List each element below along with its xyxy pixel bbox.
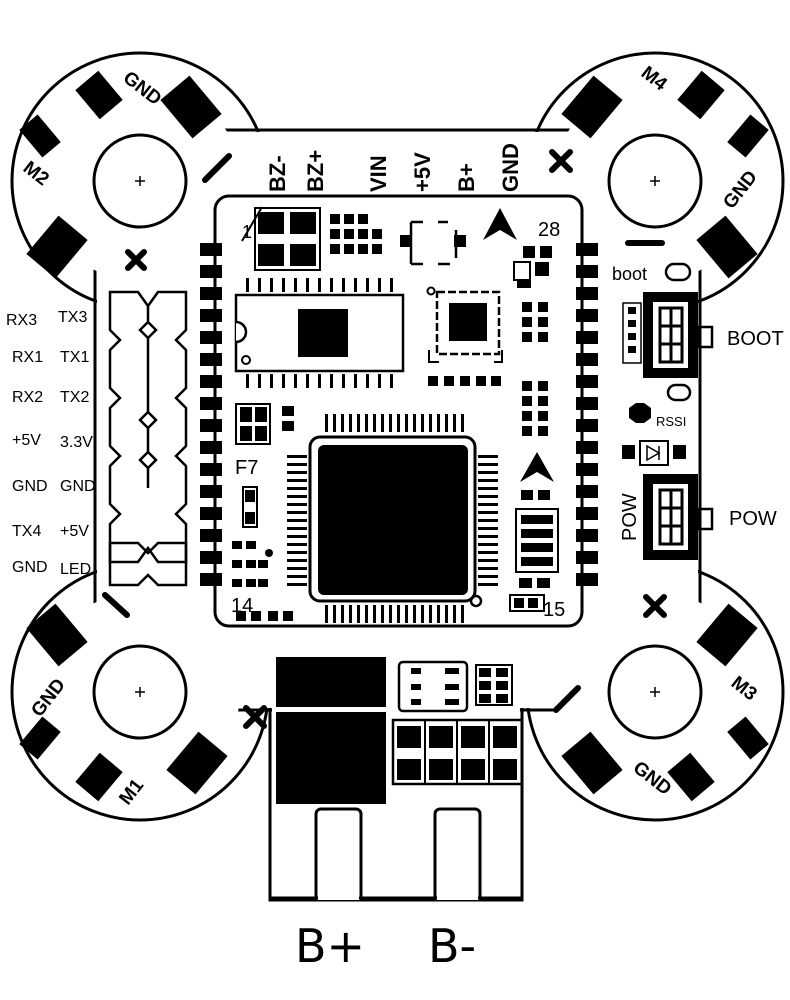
header-label-vin: VIN [366, 155, 391, 192]
pin15-label: 15 [543, 599, 565, 621]
uart-right-label: 3.3V [60, 434, 93, 451]
uart-left-label: TX4 [12, 523, 41, 540]
battery-lead-slots [314, 807, 482, 900]
fc-inner-outline [213, 194, 584, 628]
motor-pads-top-left [19, 70, 222, 279]
mcu-series-label: F7 [235, 457, 258, 479]
diode [622, 440, 686, 466]
crystal-component [515, 508, 559, 573]
header-label-5v: +5V [410, 152, 435, 192]
uart-right-label: LED [60, 561, 91, 578]
header-label-bz-plus: BZ+ [303, 150, 328, 192]
motor-pads-bottom-right [561, 603, 769, 802]
uart-right-label: TX1 [60, 349, 89, 366]
uart-right-label: GND [60, 478, 96, 495]
battery-solder-pads [276, 657, 386, 804]
right-edge-pads [576, 243, 598, 586]
boot-button-label: BOOT [727, 328, 784, 350]
pow-button [643, 474, 714, 560]
motor-pads-top-right [561, 70, 769, 279]
mcu-pins-bottom [325, 605, 464, 623]
mcu-lqfp-chip [287, 414, 498, 623]
pin28-label: 28 [538, 219, 560, 241]
uart-left-label: +5V [12, 432, 41, 449]
uart-right-labels: TX3 TX1 TX2 3.3V GND +5V LED [58, 309, 96, 578]
pow-button-label: POW [729, 508, 777, 530]
uart-left-label: RX2 [12, 389, 43, 406]
header-label-gnd: GND [498, 143, 523, 192]
mounting-hole-centers [135, 176, 660, 697]
boot-small-label: boot [612, 264, 647, 284]
motor-pads-bottom-left [19, 603, 228, 802]
uart-right-label: TX2 [60, 389, 89, 406]
soic-flash-chip [234, 278, 405, 388]
uart-right-label: TX3 [58, 309, 87, 326]
inductor-pair [254, 207, 321, 271]
left-edge-pads [200, 243, 222, 586]
boot-solder-pad [664, 262, 692, 282]
mcu-pins-top [325, 414, 464, 432]
uart-left-label: GND [12, 559, 48, 576]
mcu-pins-right [478, 455, 498, 586]
uart-left-label: RX3 [6, 312, 37, 329]
rssi-pad [629, 403, 651, 423]
gyro-caps [428, 302, 548, 436]
battery-positive-label: B+ [295, 919, 365, 973]
battery-negative-label: B- [428, 919, 476, 973]
header-label-b-plus: B+ [454, 163, 479, 192]
pow-vertical-label: POW [619, 493, 641, 541]
uart-left-labels: RX3 RX1 RX2 +5V GND TX4 GND [6, 312, 48, 576]
mcu-pins-left [287, 455, 307, 586]
top-header-labels: BZ- BZ+ VIN +5V B+ GND [265, 143, 523, 192]
uart-diamonds [138, 320, 158, 470]
small-caps-top [330, 214, 382, 254]
bottom-components [391, 660, 524, 786]
rssi-label: RSSI [656, 414, 686, 429]
uart-right-label: +5V [60, 523, 89, 540]
orientation-arrow-mcu [520, 452, 554, 482]
header-label-bz-minus: BZ- [265, 155, 290, 192]
uart-left-label: RX1 [12, 349, 43, 366]
boot-button [622, 292, 714, 378]
qfn-gyro-chip [426, 286, 503, 363]
orientation-arrow-top [483, 208, 517, 240]
uart-left-label: GND [12, 478, 48, 495]
x-markers [102, 149, 667, 729]
mid-left-components [235, 403, 294, 445]
